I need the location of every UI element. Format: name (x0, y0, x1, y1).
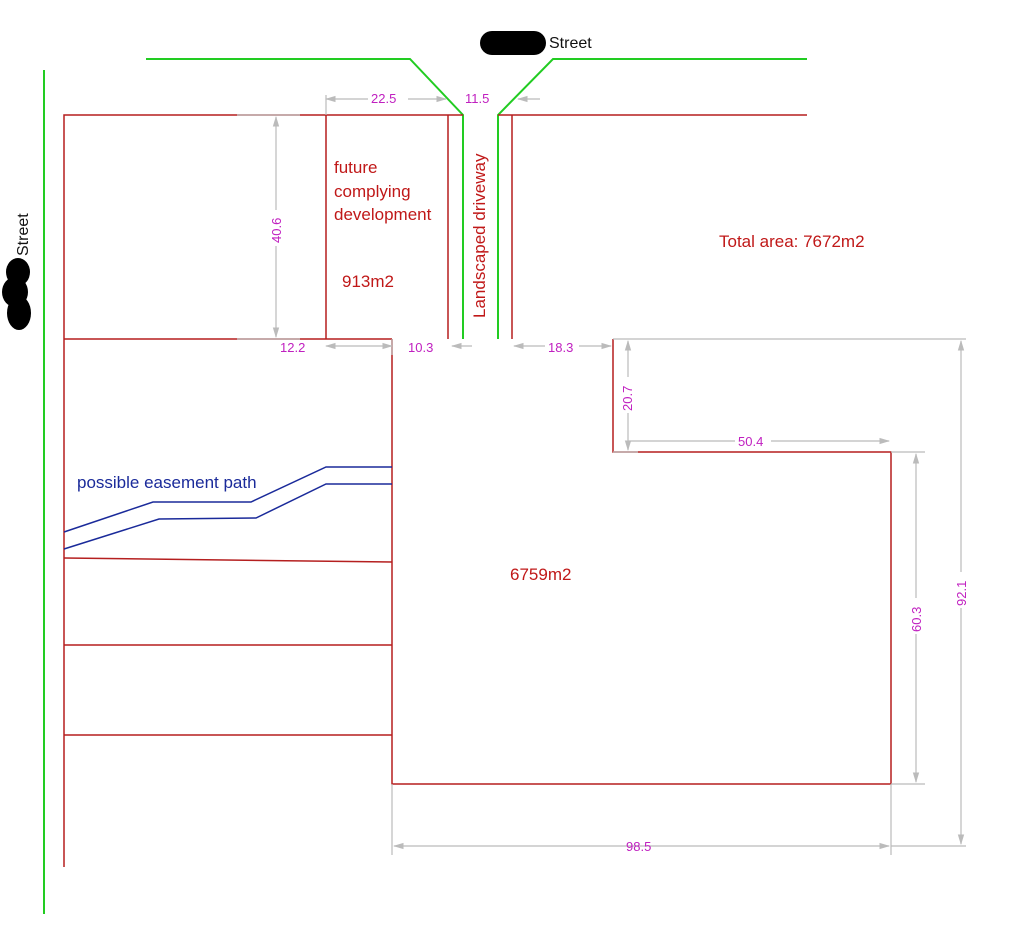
top-street-label: Street (549, 35, 592, 52)
street-lines (43, 58, 807, 914)
main-lot-outline (391, 339, 892, 785)
easement-upper-edge (63, 466, 392, 533)
plan-labels: future complying development 913m2 Lands… (334, 153, 865, 584)
future-label-line3: development (334, 205, 432, 224)
dim-text-92-1: 92.1 (954, 581, 969, 606)
dimension-labels: 22.5 11.5 40.6 12.2 10.3 18.3 20.7 50.4 … (268, 90, 969, 854)
dim-text-98-5: 98.5 (626, 839, 651, 854)
dim-text-40-6: 40.6 (269, 218, 284, 243)
dim-text-60-3: 60.3 (909, 607, 924, 632)
top-street-redaction (480, 31, 546, 55)
easement-path (63, 466, 392, 550)
driveway-label: Landscaped driveway (470, 153, 489, 318)
top-street-right-edge (497, 58, 807, 339)
future-label-line2: complying (334, 182, 411, 201)
dim-text-20-7: 20.7 (620, 386, 635, 411)
top-street-left-edge (146, 58, 464, 339)
left-street-redaction (2, 258, 31, 330)
easement-lower-edge (63, 483, 392, 550)
main-lot-area: 6759m2 (510, 565, 571, 584)
easement-label: possible easement path (77, 473, 257, 492)
dim-text-22-5: 22.5 (371, 91, 396, 106)
boundary-lines (63, 114, 892, 867)
dim-text-12-2: 12.2 (280, 340, 305, 355)
lot-line-a (63, 557, 393, 563)
dim-text-18-3: 18.3 (548, 340, 573, 355)
future-lot-area: 913m2 (342, 272, 394, 291)
dim-text-50-4: 50.4 (738, 434, 763, 449)
left-street-label: Street (15, 213, 32, 256)
dim-text-11-5: 11.5 (465, 91, 489, 106)
top-boundary-left (63, 114, 463, 867)
total-area-label: Total area: 7672m2 (719, 232, 865, 251)
dim-text-10-3: 10.3 (408, 340, 433, 355)
future-label-line1: future (334, 158, 377, 177)
